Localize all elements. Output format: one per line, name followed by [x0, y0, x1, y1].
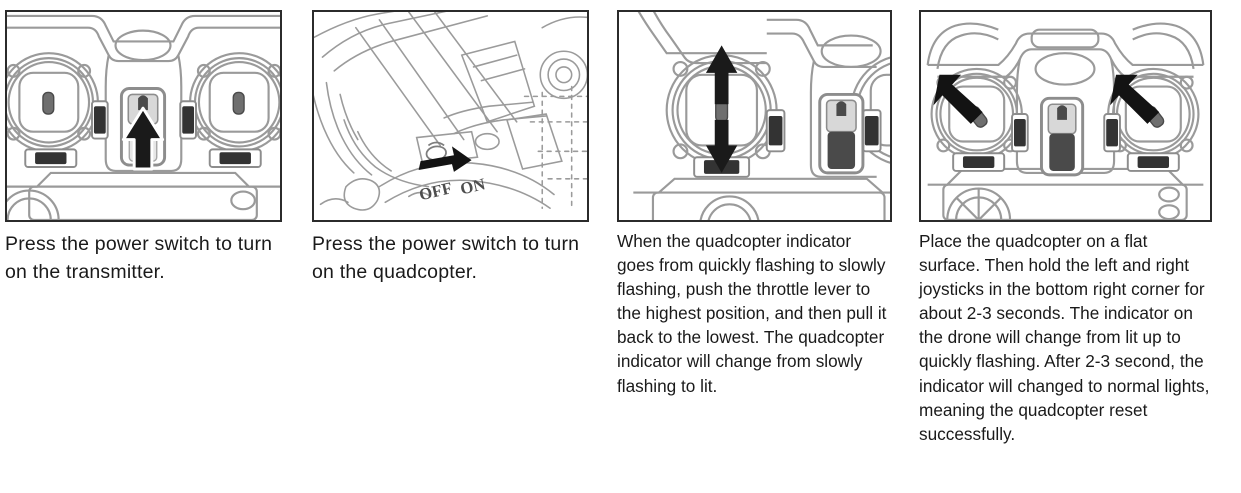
step-2-caption: Press the power switch to turn on the qu… — [312, 233, 580, 283]
arrow-up-icon — [121, 106, 165, 171]
quadcopter-illustration: OFF ON — [314, 12, 587, 211]
reset-illustration — [926, 22, 1205, 220]
step-3-caption: When the quadcopter indicator goes from … — [617, 231, 887, 396]
throttle-illustration — [633, 12, 890, 220]
both-joysticks-bottom-right-diagram — [919, 10, 1212, 222]
arrow-down-right-icon-right — [1110, 74, 1160, 124]
arrow-down-right-icon-left — [933, 74, 983, 124]
arrow-right-icon — [418, 146, 472, 172]
arrow-up-icon — [705, 45, 738, 105]
switch-label-off: OFF — [417, 178, 454, 204]
step-1-caption: Press the power switch to turn on the tr… — [5, 233, 273, 283]
quadcopter-power-switch-diagram: OFF ON — [312, 10, 589, 222]
throttle-lever-updown-diagram — [617, 10, 892, 222]
switch-label-on: ON — [458, 174, 487, 198]
transmitter-power-switch-diagram — [5, 10, 282, 222]
power-switch-icon — [818, 92, 865, 175]
power-switch-icon — [1039, 96, 1085, 177]
transmitter-illustration — [7, 14, 280, 220]
arrow-down-icon — [705, 119, 738, 173]
step-4-caption: Place the quadcopter on a flat surface. … — [919, 231, 1210, 444]
